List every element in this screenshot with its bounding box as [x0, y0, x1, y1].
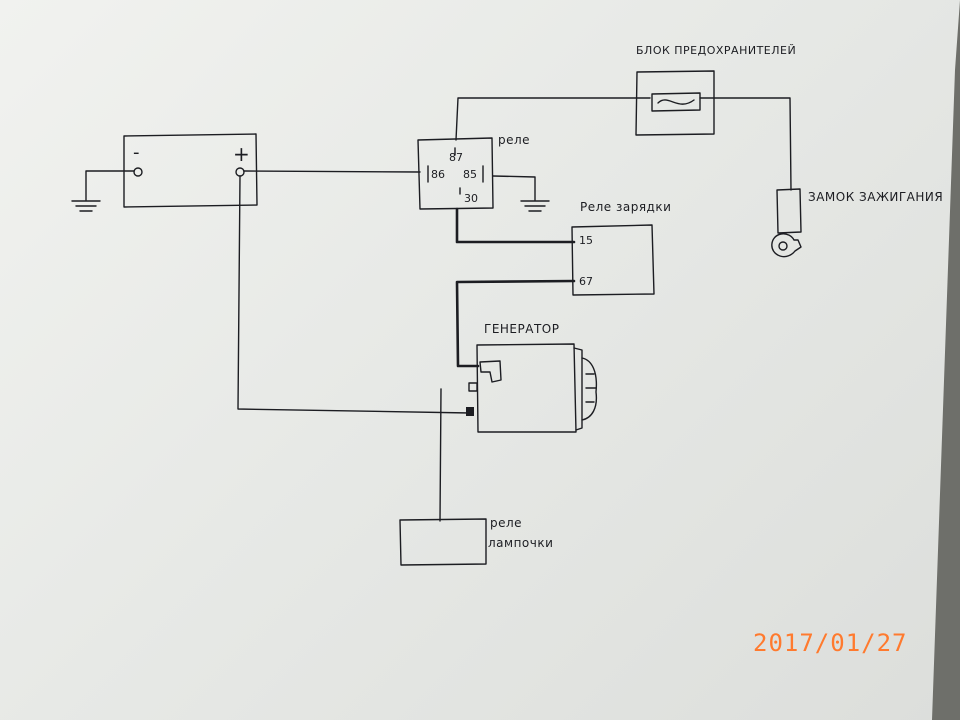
generator-title: ГЕНЕРАТОР	[484, 322, 559, 336]
ignition-lock: ЗАМОК ЗАЖИГАНИЯ	[771, 188, 943, 258]
battery-ground	[71, 170, 135, 212]
wire-battery-to-generator	[237, 175, 471, 414]
relay-pin-30: 30	[464, 192, 478, 205]
wire-relay-87-to-fuse	[455, 97, 651, 141]
relay-pin-87: 87	[449, 151, 463, 164]
fuse-block-title: БЛОК ПРЕДОХРАНИТЕЛЕЙ	[636, 44, 796, 57]
charge-relay-title: Реле зарядки	[580, 200, 671, 214]
wire-battery-to-relay-86	[243, 170, 421, 173]
wire-fuse-to-ignition	[699, 97, 792, 191]
lamp-relay-label-1: реле	[490, 516, 522, 530]
charge-relay-pin-15: 15	[579, 234, 593, 247]
relay-ground	[492, 175, 550, 212]
generator: ГЕНЕРАТОР	[466, 322, 598, 433]
charge-relay-pin-67: 67	[579, 275, 593, 288]
relay-pin-86: 86	[431, 168, 445, 181]
ignition-lock-label: ЗАМОК ЗАЖИГАНИЯ	[808, 190, 943, 204]
battery-plus-label: +	[233, 142, 250, 166]
relay-pin-85: 85	[463, 168, 477, 181]
battery-plus-terminal	[235, 167, 245, 177]
lamp-relay-label-2: лампочки	[488, 536, 553, 550]
battery: - +	[123, 133, 258, 208]
relay-title: реле	[498, 133, 530, 147]
wire-charge-67-to-generator	[455, 279, 576, 368]
charge-relay: Реле зарядки 15 67	[571, 200, 671, 296]
wire-relay-30-to-charge-15	[455, 207, 576, 244]
wire-generator-to-lamp-relay	[439, 388, 442, 522]
relay: реле 87 86 85 30	[417, 133, 530, 210]
fuse-block: БЛОК ПРЕДОХРАНИТЕЛЕЙ	[635, 44, 796, 136]
lamp-relay: реле лампочки	[399, 516, 553, 566]
battery-minus-terminal	[133, 167, 143, 177]
battery-minus-label: -	[133, 142, 140, 163]
date-stamp: 2017/01/27	[753, 629, 908, 657]
